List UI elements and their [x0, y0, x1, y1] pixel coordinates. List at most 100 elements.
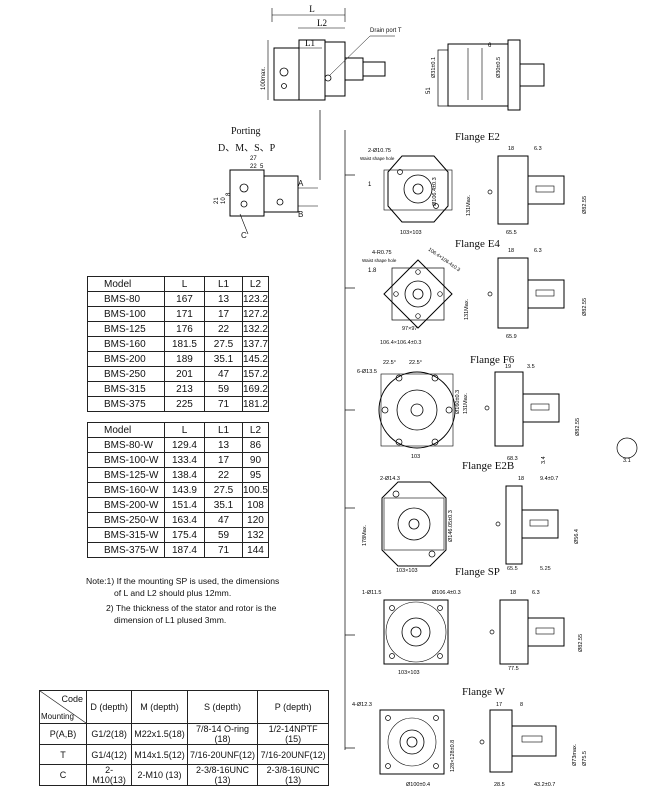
flange-sp-dim-2: 103×103 [398, 670, 420, 676]
flange-f6-title: Flange F6 [470, 354, 515, 366]
note-line: of L and L2 should plus 12mm. [114, 588, 232, 598]
table-cell: 137.7 [241, 336, 270, 352]
table-cell: P(A,B) [39, 723, 87, 745]
table-cell: BMS-125 [87, 321, 165, 337]
port-label-a: A [298, 179, 304, 188]
table-cell: BMS-200-W [87, 497, 165, 513]
table-cell: 1/2-14NPTF (15) [257, 723, 329, 745]
table-cell: BMS-100-W [87, 452, 165, 468]
dim-L: L [309, 4, 315, 14]
dim-L1: L1 [305, 38, 315, 48]
drain-port-label: Drain port T [370, 28, 402, 34]
table-cell: 7/16-20UNF(12) [186, 744, 259, 765]
flange-e2b-dim-6: Ø56.4 [574, 529, 580, 544]
flange-e2-dim-3: 103×103 [400, 230, 422, 236]
flange-f6-dim-10: 3.4 [541, 456, 547, 464]
flange-e2b-title: Flange E2B [462, 460, 515, 472]
table-cell: 7/16-20UNF(12) [257, 744, 329, 765]
flange-f6-dim-2: 6-Ø13.5 [357, 369, 377, 375]
table-cell: 167 [163, 291, 206, 307]
leader-lines [319, 110, 355, 750]
note-line: Note:1) If the mounting SP is used, the … [86, 576, 280, 586]
notes-block: Note:1) If the mounting SP is used, the … [86, 575, 286, 626]
flange-e2-drawing: 2-Ø10.75 Waist shape hole 1 Ø106.4±0.3 1… [360, 146, 588, 236]
table-cell: 2-3/8-16UNC (13) [186, 764, 259, 786]
table-cell: 108 [241, 497, 270, 513]
table-cell: BMS-250-W [87, 512, 165, 528]
flange-e4-dim-3: 97×97 [402, 326, 417, 332]
flange-f6-dim-11: 3.1 [623, 458, 631, 464]
port-code-table: Code Mounting D (depth) M (depth) S (dep… [39, 690, 329, 786]
table-cell: 145.2 [241, 351, 270, 367]
table-cell: 90 [241, 452, 270, 468]
table-cell: 13 [204, 437, 243, 453]
flange-f6-dim-0: 22.5° [383, 360, 396, 366]
flange-e4-dim-8: Waist shape hole [362, 258, 397, 263]
flange-e4-dim-2: 131Max. [464, 298, 470, 320]
corner-mounting-label: Mounting [41, 712, 74, 721]
table-cell: M22x1.5(18) [131, 723, 188, 745]
table-cell: BMS-160 [87, 336, 165, 352]
table-cell: 175.4 [163, 527, 206, 543]
flange-f6-drawing: 22.5° 22.5° 6-Ø13.5 Ø160±0.3 131Max. 103… [357, 360, 638, 464]
flange-e4-drawing: 4-R0.75 Waist shape hole 1.8 106.4×106.4… [362, 247, 588, 340]
flange-e4-dim-4: 18 [508, 248, 514, 254]
motor-side-view: L L2 L1 100max. [261, 4, 395, 101]
table-header-cell: L2 [241, 276, 270, 292]
flange-w-dim-4: 8 [520, 702, 523, 708]
flange-w-dim-2: 128×128±0.8 [450, 740, 456, 772]
flange-e4-dim-6: Ø82.55 [582, 298, 588, 316]
port-label-b: B [298, 210, 304, 219]
flange-w-title: Flange W [462, 686, 505, 698]
table-cell: 35.1 [204, 351, 243, 367]
table-cell: 95 [241, 467, 270, 483]
table-cell: 157.2 [241, 366, 270, 382]
flange-e2b-dim-4: 18 [518, 476, 524, 482]
table-cell: 2-M10 (13) [131, 764, 188, 786]
flange-sp-dim-4: 6.3 [532, 590, 540, 596]
note-line: 2) The thickness of the stator and rotor… [106, 603, 277, 613]
table-cell: 201 [163, 366, 206, 382]
table-header-row: Model L L1 L2 [87, 276, 270, 292]
porting-dim-22: 22 [250, 164, 257, 170]
porting-title: Porting [231, 126, 261, 137]
dim-height: 100max. [261, 67, 267, 90]
table-cell: BMS-315 [87, 381, 165, 397]
flange-f6-dim-3: Ø160±0.3 [455, 390, 461, 414]
porting-dim-8: 8 [226, 192, 232, 196]
table-cell: 132 [241, 527, 270, 543]
table-cell: 225 [163, 396, 206, 412]
table-cell: 171 [163, 306, 206, 322]
flange-sp-drawing: 1-Ø11.5 Ø106.4±0.3 103×103 18 6.3 Ø82.55… [362, 590, 584, 676]
flange-f6-dim-1: 22.5° [409, 360, 422, 366]
table-cell: 143.9 [163, 482, 206, 498]
porting-letters: D、M、S、P [218, 143, 276, 154]
flange-e2b-dim-0: 2-Ø14.3 [380, 476, 400, 482]
porting-dim-27: 27 [250, 156, 257, 162]
table-cell: 144 [241, 542, 270, 558]
corner-code-label: Code [61, 694, 83, 704]
table-cell: 59 [204, 527, 243, 543]
table-header-row: Model L L1 L2 [87, 422, 270, 438]
flange-w-dim-8: 43.2±0.7 [534, 782, 555, 788]
table-cell: 47 [204, 366, 243, 382]
flange-e4-dim-0: 4-R0.75 [372, 250, 392, 256]
flange-w-dim-0: 4-Ø12.3 [352, 702, 372, 708]
flange-e2-dim-7: 65.5 [506, 230, 517, 236]
table-cell: 129.4 [163, 437, 206, 453]
table-cell: 138.4 [163, 467, 206, 483]
flange-f6-dim-7: 3.5 [527, 364, 535, 370]
table-cell: 181.2 [241, 396, 270, 412]
table-cell: 100.5 [241, 482, 270, 498]
table-cell: BMS-100 [87, 306, 165, 322]
table-cell: 17 [204, 452, 243, 468]
table-cell: 27.5 [204, 336, 243, 352]
table-cell: 86 [241, 437, 270, 453]
